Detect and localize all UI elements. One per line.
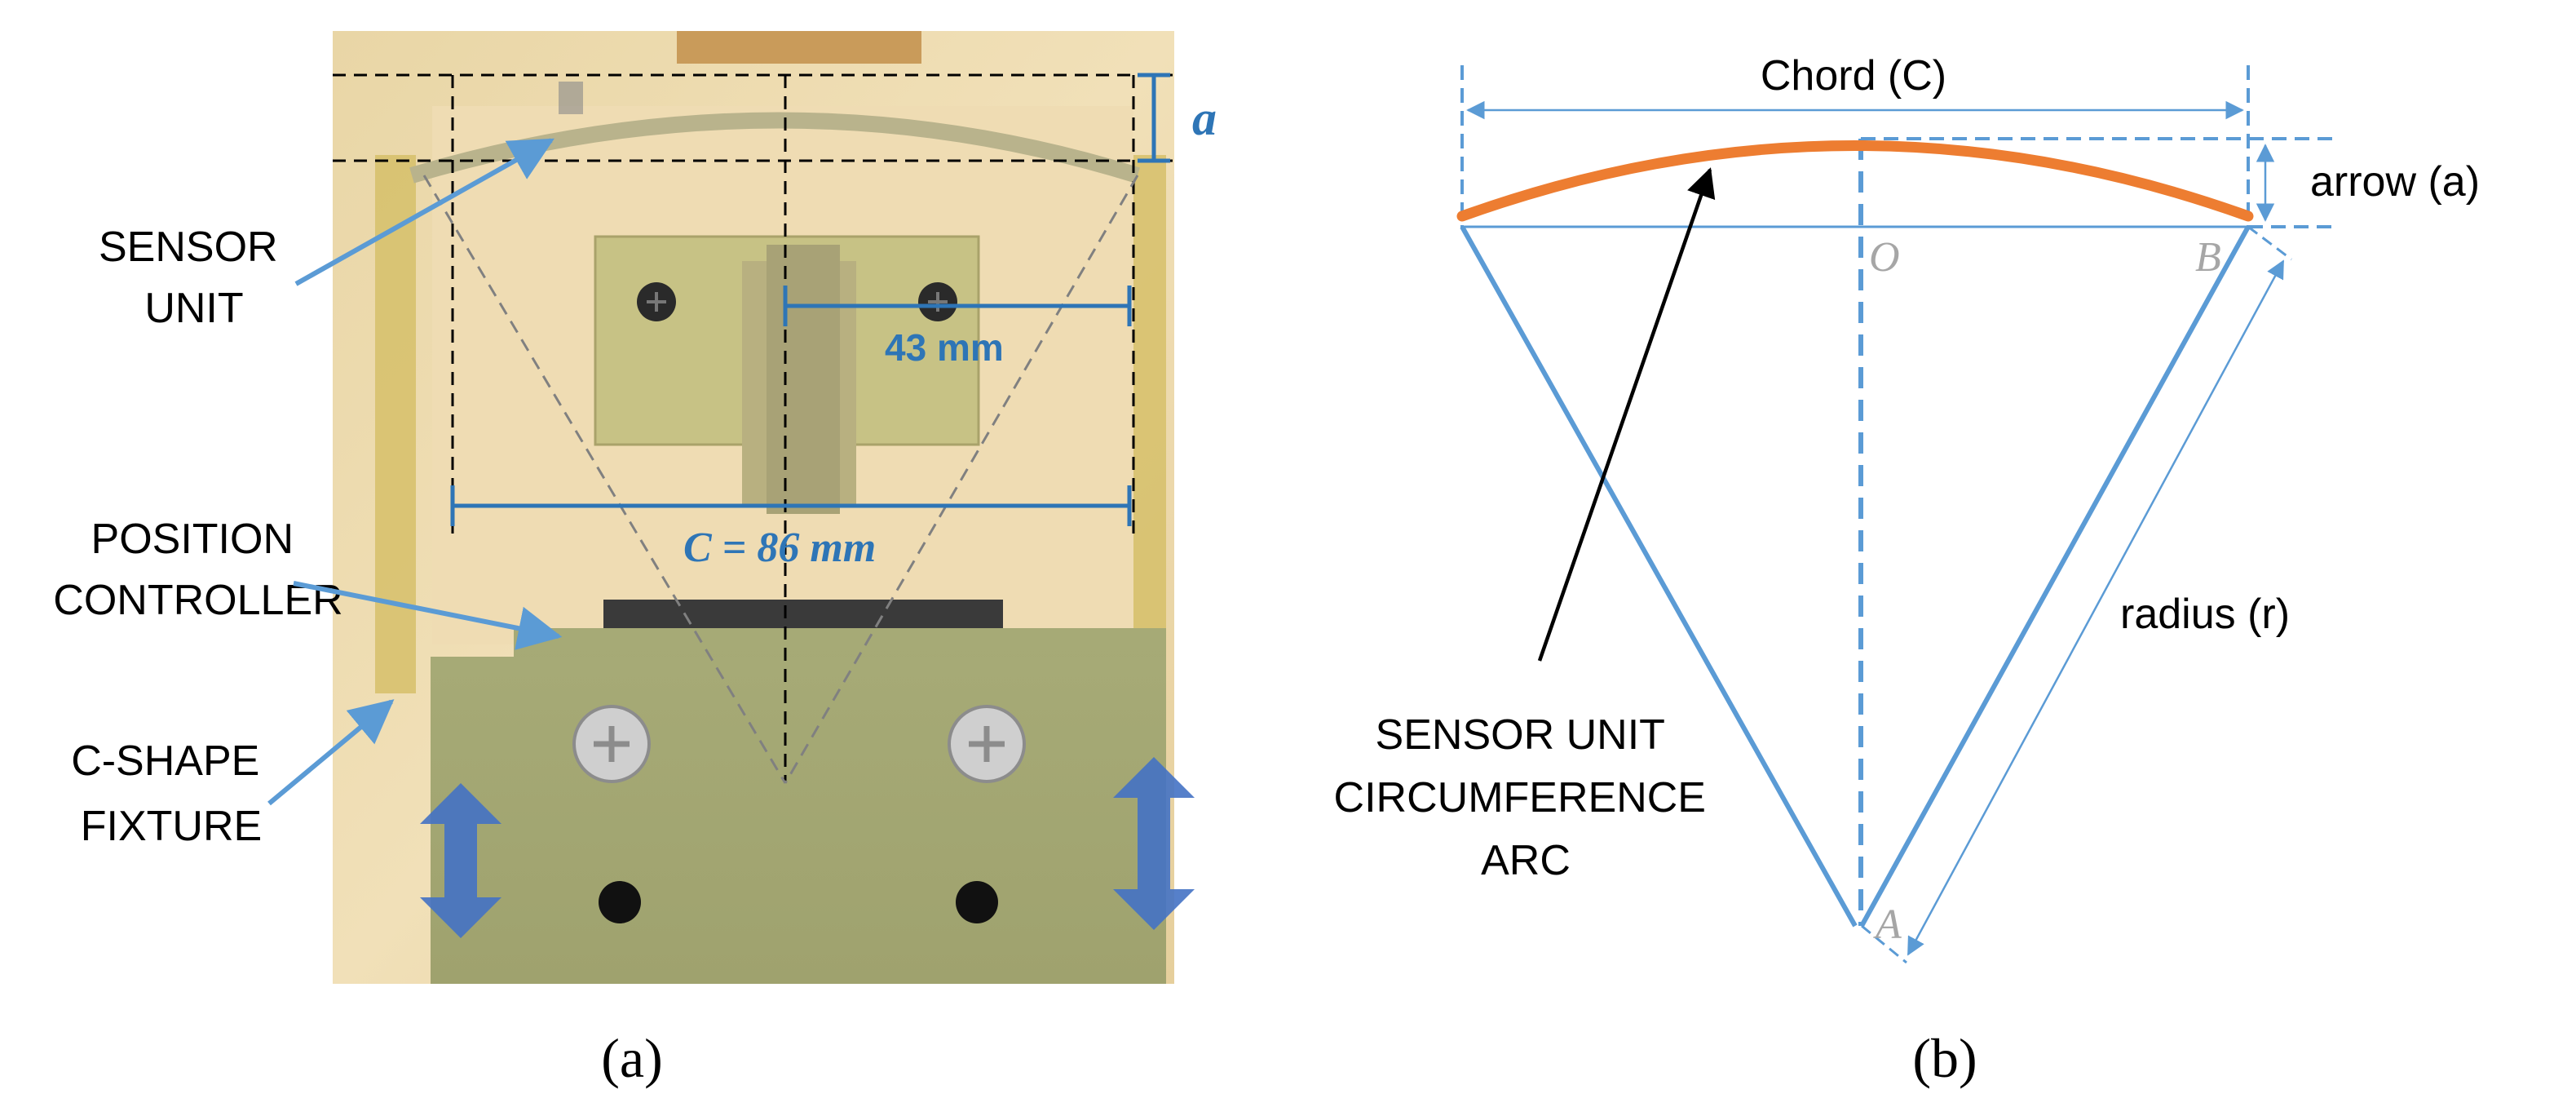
fixture-photo [333, 31, 1174, 984]
sector-side-right [1859, 225, 2251, 928]
sector-side-left [1460, 225, 1858, 928]
point-o-label: O [1869, 234, 1900, 281]
c-shape-fixture-label: C-SHAPE FIXTURE [71, 737, 272, 850]
svg-text:a: a [1192, 91, 1217, 145]
vertical-adjust-arrow-left [420, 783, 502, 938]
svg-text:radius (r): radius (r) [2120, 591, 2290, 638]
arrow-dimension-b: arrow (a) [1861, 137, 2480, 228]
vertical-adjust-arrow-right [1113, 757, 1195, 930]
svg-text:43 mm: 43 mm [885, 326, 1004, 369]
radius-dimension: radius (r) [1861, 225, 2292, 964]
position-controller-label: POSITION CONTROLLER [53, 516, 342, 624]
chord-dimension-b: Chord (C) [1460, 52, 2250, 228]
half-chord-dimension: 43 mm [783, 286, 1132, 369]
position-controller-callout: POSITION CONTROLLER [53, 516, 563, 650]
arrow-dimension-a: a [1138, 73, 1217, 163]
dashed-guides [333, 73, 1174, 784]
panel-b: Chord (C) arrow (a) radius (r) O B A [1334, 52, 2480, 1089]
chord-dimension: C = 86 mm [450, 485, 1132, 571]
arc-callout: SENSOR UNIT CIRCUMFERENCE ARC [1334, 167, 1718, 884]
sensor-unit-label: SENSOR UNIT [99, 224, 289, 332]
svg-text:C = 86 mm: C = 86 mm [683, 525, 876, 571]
svg-text:arrow (a): arrow (a) [2310, 158, 2480, 206]
circumference-arc [1456, 140, 2254, 222]
point-a-label: A [1873, 901, 1902, 948]
sensor-unit-callout: SENSOR UNIT [99, 138, 555, 332]
panel-b-caption: (b) [1912, 1027, 1977, 1089]
panel-a: a 43 mm C = 86 mm SENSOR UNIT POSITION C… [53, 31, 1217, 1089]
svg-text:Chord (C): Chord (C) [1761, 52, 1946, 100]
c-shape-fixture-callout: C-SHAPE FIXTURE [71, 699, 395, 850]
arc-label: SENSOR UNIT CIRCUMFERENCE ARC [1334, 711, 1718, 884]
panel-a-caption: (a) [601, 1027, 662, 1089]
point-b-label: B [2195, 234, 2221, 281]
